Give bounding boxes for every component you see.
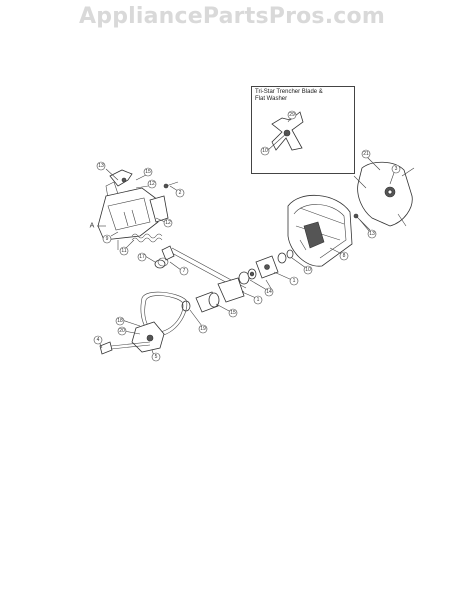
callout-20: 20	[117, 326, 127, 336]
svg-text:11: 11	[121, 248, 126, 254]
blade-guard-drawing	[287, 194, 353, 267]
callout-12-upper: 12	[147, 179, 157, 189]
small-bolt-drawing	[163, 181, 179, 189]
svg-text:18: 18	[117, 318, 123, 324]
svg-text:A: A	[90, 223, 95, 230]
inset-title-line2: Flat Washer	[255, 96, 288, 102]
svg-text:17: 17	[139, 254, 145, 260]
inset-callout-29: 29	[287, 110, 297, 120]
svg-text:15: 15	[145, 169, 151, 175]
callout-15: 15	[143, 167, 153, 177]
callout-13: 13	[96, 161, 106, 171]
callout-7: 7	[179, 266, 189, 276]
callout-19: 19	[198, 324, 208, 334]
callout-15-lower: 15	[228, 308, 238, 318]
svg-text:15: 15	[230, 310, 236, 316]
callout-11: 11	[119, 246, 129, 256]
inset-box: Tri-Star Trencher Blade & Flat Washer	[251, 86, 355, 174]
svg-text:19: 19	[200, 326, 206, 332]
callout-14: 14	[264, 287, 274, 297]
callout-9: 9	[102, 234, 112, 244]
pulley-drawing	[181, 291, 220, 313]
callout-18: 18	[115, 316, 125, 326]
svg-text:8: 8	[343, 253, 346, 259]
svg-text:21: 21	[363, 151, 369, 157]
watermark: AppliancePartsPros.com	[79, 4, 385, 29]
svg-text:1: 1	[293, 278, 296, 284]
callout-5: 5	[151, 352, 161, 362]
center-plate-drawing	[217, 277, 245, 303]
svg-text:7: 7	[183, 268, 186, 274]
callout-10: 10	[303, 265, 313, 275]
svg-text:20: 20	[119, 328, 125, 334]
leader-lines	[97, 156, 396, 349]
callout-13-right: 13	[367, 229, 377, 239]
svg-text:9: 9	[106, 236, 109, 242]
inset-blade-drawing	[267, 111, 304, 151]
callout-17: 17	[137, 252, 147, 262]
svg-text:13: 13	[98, 163, 104, 169]
trencher-blade-drawing	[353, 161, 415, 227]
callout-21: 21	[361, 149, 371, 159]
callout-1-center: 1	[253, 295, 263, 305]
spring-drawing	[131, 233, 163, 243]
inset-callout-10: 10	[260, 146, 270, 156]
svg-text:5: 5	[155, 354, 158, 360]
mounting-bracket-drawing	[97, 169, 169, 250]
svg-text:12: 12	[149, 181, 155, 187]
svg-text:2: 2	[179, 190, 182, 196]
callout-4: 4	[93, 335, 103, 345]
spacer-stack-drawing	[238, 249, 294, 291]
callout-12-lower: 12	[163, 218, 173, 228]
callout-8: 8	[339, 251, 349, 261]
idler-bracket-drawing	[131, 321, 165, 357]
inset-title: Tri-Star Trencher Blade & Flat Washer	[255, 89, 351, 103]
svg-text:10: 10	[262, 148, 268, 154]
svg-text:1: 1	[257, 297, 260, 303]
callout-2: 2	[175, 188, 185, 198]
svg-text:3: 3	[395, 166, 398, 172]
inset-title-line1: Tri-Star Trencher Blade &	[255, 89, 323, 95]
svg-text:10: 10	[305, 267, 311, 273]
callout-3: 3	[391, 164, 401, 174]
svg-text:14: 14	[266, 289, 272, 295]
bushing-drawing	[154, 257, 169, 269]
svg-text:12: 12	[165, 220, 171, 226]
svg-text:4: 4	[97, 337, 100, 343]
svg-text:29: 29	[289, 112, 295, 118]
blade-bolt-drawing	[353, 213, 371, 231]
callout-A: A	[90, 223, 95, 230]
svg-text:13: 13	[369, 231, 375, 237]
long-bolt-drawing	[99, 341, 151, 355]
callout-1-right: 1	[289, 276, 299, 286]
